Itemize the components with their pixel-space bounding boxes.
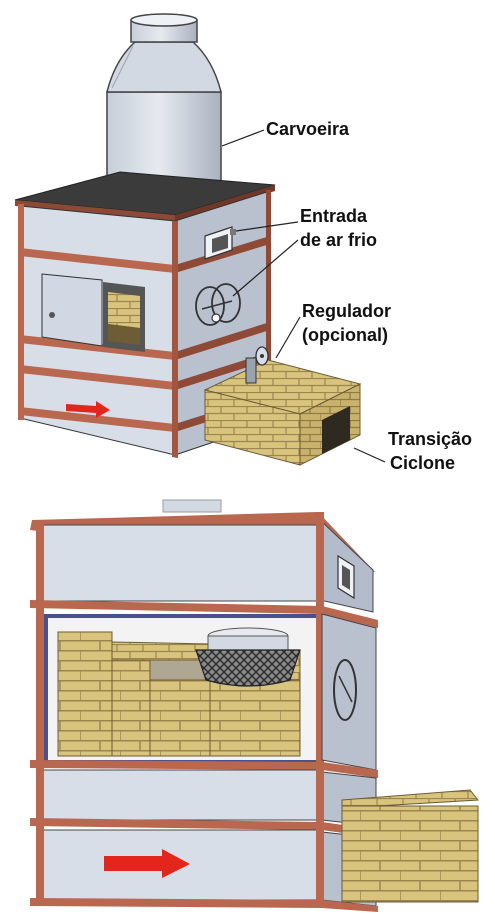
damper-disc-icon [195, 283, 241, 326]
label-leaders [221, 129, 386, 463]
label-transicao-line1: Transição [388, 429, 473, 449]
label-transicao-line2: Ciclone [390, 453, 456, 473]
charcoal-hopper [106, 13, 222, 206]
label-entrada-line2: de ar frio [300, 230, 378, 250]
cyclone-transition-box [203, 346, 362, 466]
label-regulador-line2: (opcional) [302, 325, 388, 345]
stove-body [18, 190, 271, 458]
air-intake-slot-icon [204, 226, 236, 260]
damper-disc-icon [333, 659, 357, 721]
cyclone-transition-box [341, 789, 479, 903]
label-regulador-line1: Regulador [302, 301, 392, 321]
stove-cutaway-view [30, 499, 479, 912]
air-intake-slot-icon [337, 554, 355, 600]
flow-direction-arrow-icon [66, 401, 110, 418]
stove-top-view [14, 13, 386, 466]
flow-direction-arrow-icon [104, 849, 190, 878]
firebrick-interior [57, 627, 301, 757]
charcoal-grate-basket [195, 627, 301, 687]
label-carvoeira: Carvoeira [266, 119, 350, 139]
label-entrada-line1: Entrada [300, 206, 368, 226]
regulator-valve-icon [245, 346, 269, 384]
